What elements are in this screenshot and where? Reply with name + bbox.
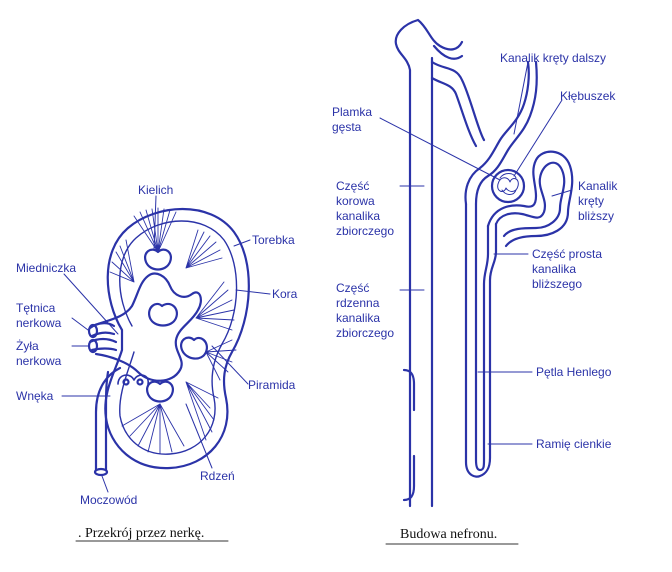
bowman-capsule [490, 168, 526, 204]
leader-moczowod [101, 475, 109, 493]
ureter-end [93, 467, 109, 477]
label-ramie-cienkie: Ramię cienkie [536, 437, 612, 451]
label-tetnica-nerkowa: nerkowa [16, 316, 62, 330]
renal-vein-end [87, 338, 99, 354]
calyx-upper [144, 248, 172, 271]
ureter [94, 366, 122, 472]
pyramid-lines [109, 207, 237, 455]
leader-tetnica [71, 317, 89, 331]
label-kanalik: Kanalik [578, 179, 618, 193]
renal-artery-end [87, 323, 99, 339]
label-czesc-korowa-3: kanalika [336, 209, 380, 223]
pyramid-lower [121, 403, 185, 455]
glomerulus-tuft [497, 173, 519, 195]
pyramid-upper-left [109, 239, 135, 283]
label-plamka: Plamka [332, 105, 372, 119]
leader-klebuszek [513, 99, 563, 177]
label-zyla-nerkowa: nerkowa [16, 354, 62, 368]
label-wneka: Wnęka [16, 389, 54, 403]
label-zyla: Żyła [16, 339, 39, 353]
hilum-dot-1 [122, 378, 130, 386]
hilum-vessels [117, 374, 149, 385]
label-czesc-rdzenna-3: kanalika [336, 311, 380, 325]
label-czesc-korowa-4: zbiorczego [336, 224, 394, 238]
leader-krety-blizszy [551, 189, 573, 197]
label-czesc-rdzenna-4: zbiorczego [336, 326, 394, 340]
leader-kielich [153, 195, 157, 251]
caption-nephron: Budowa nefronu. [400, 527, 497, 542]
kidney-cortex-line [119, 220, 238, 455]
caption-kidney: . Przekrój przez nerkę. [78, 526, 204, 541]
proximal-tubule [486, 150, 574, 248]
label-rdzen: Rdzeń [200, 469, 235, 483]
label-czesc-prosta-1: Część prosta [532, 247, 602, 261]
leader-torebka [233, 239, 251, 247]
label-klebuszek: Kłębuszek [560, 89, 616, 103]
collecting-duct [394, 18, 464, 508]
leader-kora [235, 289, 271, 295]
label-kora: Kora [272, 287, 298, 301]
pyramid-right [205, 339, 237, 381]
label-miedniczka: Miedniczka [16, 261, 76, 275]
pyramid-lower-right [185, 381, 219, 441]
nephron-leaders [379, 61, 573, 445]
cortex-marker-2 [402, 454, 416, 502]
leader-rdzen [185, 403, 213, 469]
label-gesta: gęsta [332, 120, 362, 134]
kidney-diagram [61, 195, 271, 493]
distal-tubule [464, 60, 538, 206]
label-czesc-korowa-2: korowa [336, 194, 375, 208]
loop-of-henle [464, 202, 498, 478]
label-tetnica: Tętnica [16, 301, 56, 315]
label-krety: kręty [578, 194, 604, 208]
renal-pelvis [90, 272, 202, 382]
calyx-mid [148, 302, 178, 327]
calyx-lower [146, 380, 174, 403]
renal-artery [88, 322, 116, 338]
label-kielich: Kielich [138, 183, 173, 197]
label-czesc-prosta-3: bliższego [532, 277, 582, 291]
pyramid-mid-right [195, 281, 235, 331]
label-czesc-korowa-1: Część [336, 179, 369, 193]
cortex-marker-1 [402, 368, 416, 412]
label-czesc-rdzenna-1: Część [336, 281, 369, 295]
pyramid-upper-right [185, 229, 223, 269]
leader-miedniczka [63, 273, 119, 335]
label-torebka: Torebka [252, 233, 295, 247]
leader-piramida [211, 345, 249, 385]
nephron-diagram [379, 18, 574, 508]
label-blizszy: bliższy [578, 209, 614, 223]
leader-dalszy [513, 61, 529, 135]
label-petla-henlego: Pętla Henlego [536, 365, 612, 379]
hilum-dot-2 [136, 378, 144, 386]
label-moczowod: Moczowód [80, 493, 137, 507]
connecting-tubule [430, 60, 486, 148]
calyx-right [180, 336, 208, 360]
label-czesc-rdzenna-2: rdzenna [336, 296, 380, 310]
leader-plamka [379, 117, 501, 181]
label-kanalik-krety-dalszy: Kanalik kręty dalszy [500, 51, 606, 65]
label-czesc-prosta-2: kanalika [532, 262, 576, 276]
label-piramida: Piramida [248, 378, 296, 392]
kidney-leaders [61, 195, 271, 493]
